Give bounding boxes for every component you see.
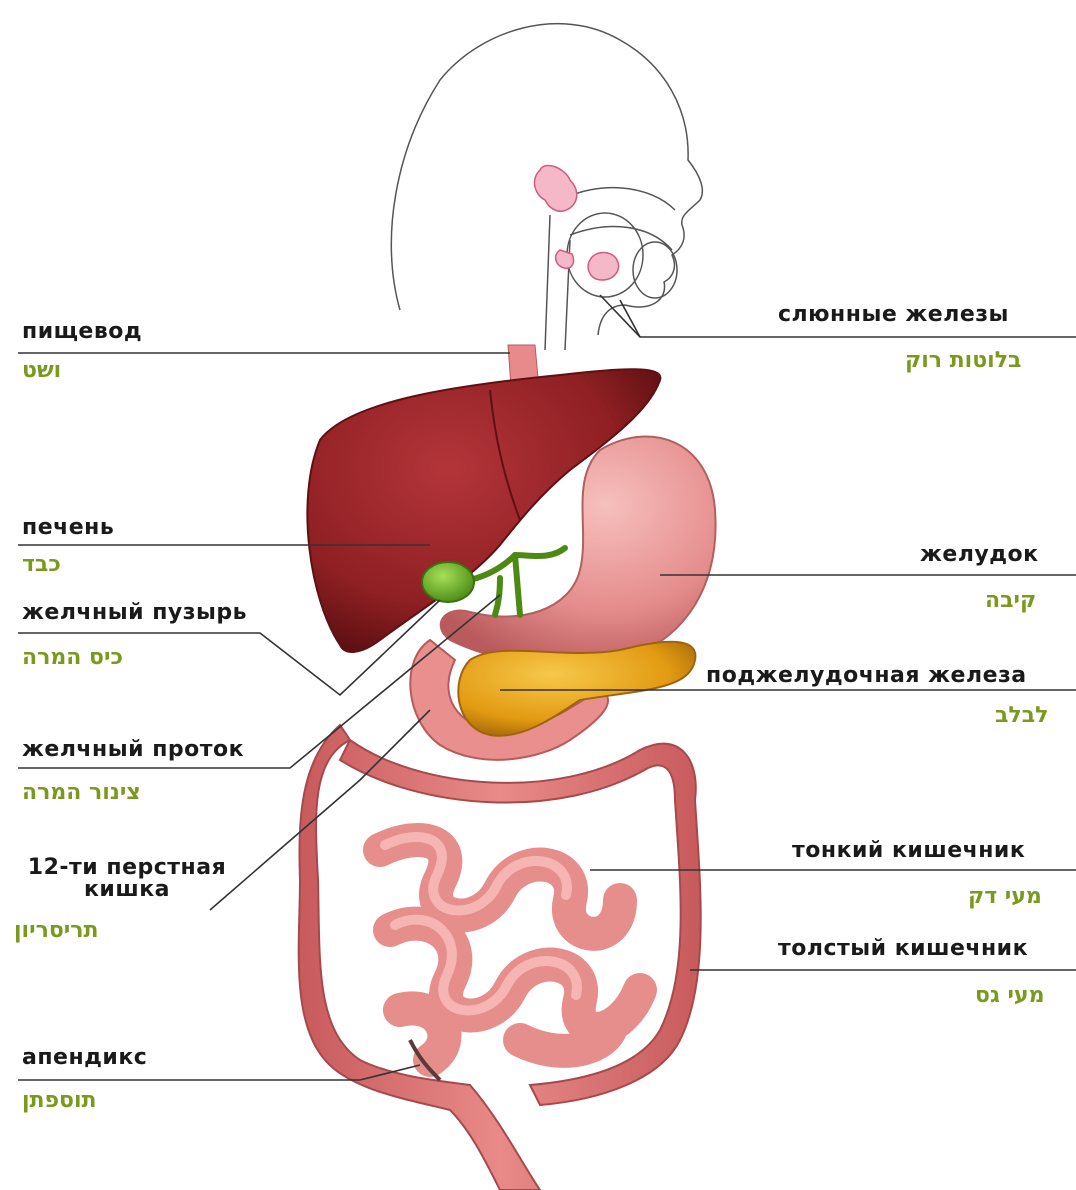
label-appendix-he: תוספתן [22, 1088, 97, 1113]
label-gallbladder-he: כיס המרה [22, 645, 123, 670]
label-bile-duct-he: צינור המרה [22, 780, 141, 805]
label-salivary-glands: слюнные железы [778, 302, 1009, 327]
label-bile-duct: желчный проток [22, 737, 244, 762]
label-large-intestine-he: מעי גס [975, 983, 1045, 1008]
label-gallbladder: желчный пузырь [22, 600, 247, 625]
label-stomach: желудок [920, 542, 1039, 567]
label-pancreas-he: לבלב [995, 703, 1048, 728]
label-duodenum-line1: 12-ти перстная [14, 857, 240, 879]
label-duodenum: 12-ти перстная кишка [14, 857, 240, 901]
large-intestine-organ [299, 725, 701, 1190]
gallbladder-organ [422, 562, 474, 602]
label-liver-he: כבד [22, 552, 61, 577]
label-liver: печень [22, 515, 114, 540]
label-duodenum-line2: кишка [14, 879, 240, 901]
label-appendix: апендикс [22, 1045, 147, 1070]
label-small-intestine-he: מעי דק [968, 884, 1042, 909]
label-esophagus-he: ושט [22, 358, 61, 383]
salivary-glands [535, 165, 619, 280]
label-stomach-he: קיבה [985, 588, 1036, 613]
label-duodenum-he: תריסריון [14, 918, 99, 943]
label-pancreas: поджелудочная железа [706, 663, 1027, 688]
label-large-intestine: толстый кишечник [778, 936, 1028, 961]
label-esophagus: пищевод [22, 319, 142, 344]
label-salivary-glands-he: בלוטות רוק [905, 348, 1021, 373]
label-small-intestine: тонкий кишечник [792, 838, 1025, 863]
